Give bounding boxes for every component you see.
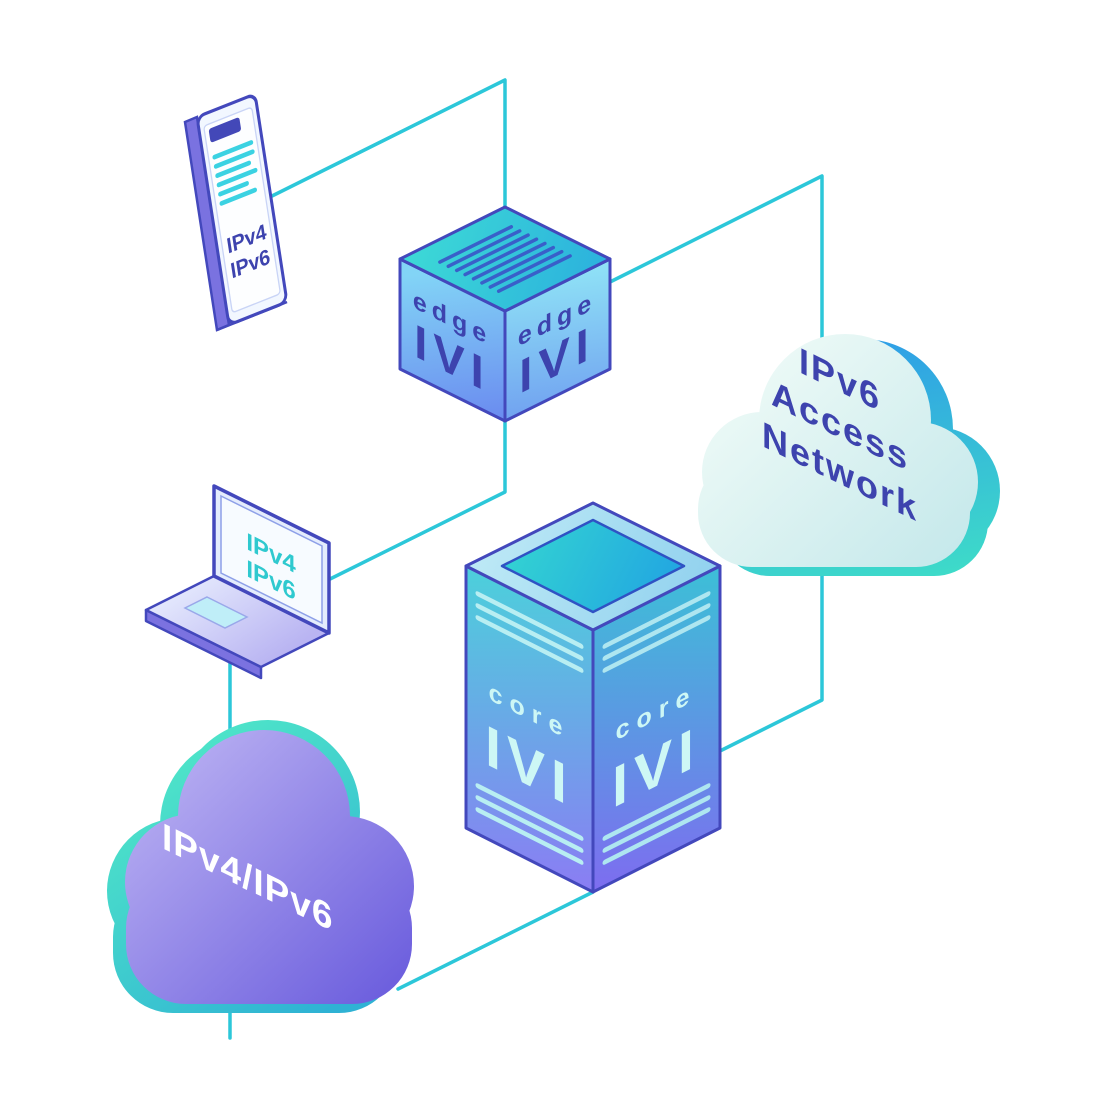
edge-router-cube: edge IVI edge IVI (398, 205, 612, 423)
connector-phone-to-edge (268, 78, 507, 227)
connector-edge-to-laptop (324, 413, 507, 583)
laptop-screen (220, 494, 323, 625)
laptop-trackpad (183, 596, 249, 629)
edge-cube-top-vents (438, 225, 572, 293)
core-top-screen (500, 518, 686, 614)
smartphone-screen (203, 107, 281, 313)
smartphone: IPv4 IPv6 (183, 94, 288, 332)
core-router-tower: core IVI core IVI (464, 501, 722, 894)
edge-cube-top-face (398, 205, 612, 313)
core-left-vents-bottom (475, 783, 584, 865)
connector-core-to-dual-cloud (396, 890, 595, 991)
ipv6-access-network-cloud: IPv6 Access Network (698, 334, 1000, 576)
laptop: IPv4 IPv6 (144, 484, 331, 680)
connector-access-cloud-to-core (716, 558, 824, 754)
core-left-vents-top (475, 591, 584, 673)
ipv4-ipv6-cloud: IPv4/IPv6 (107, 720, 414, 1013)
smartphone-screen-lines (212, 140, 258, 206)
core-right-vents-top (602, 591, 711, 673)
smartphone-notch (208, 117, 241, 143)
dual-cloud-front (125, 730, 414, 1004)
access-cloud-front (698, 334, 978, 567)
core-right-vents-bottom (602, 783, 711, 865)
